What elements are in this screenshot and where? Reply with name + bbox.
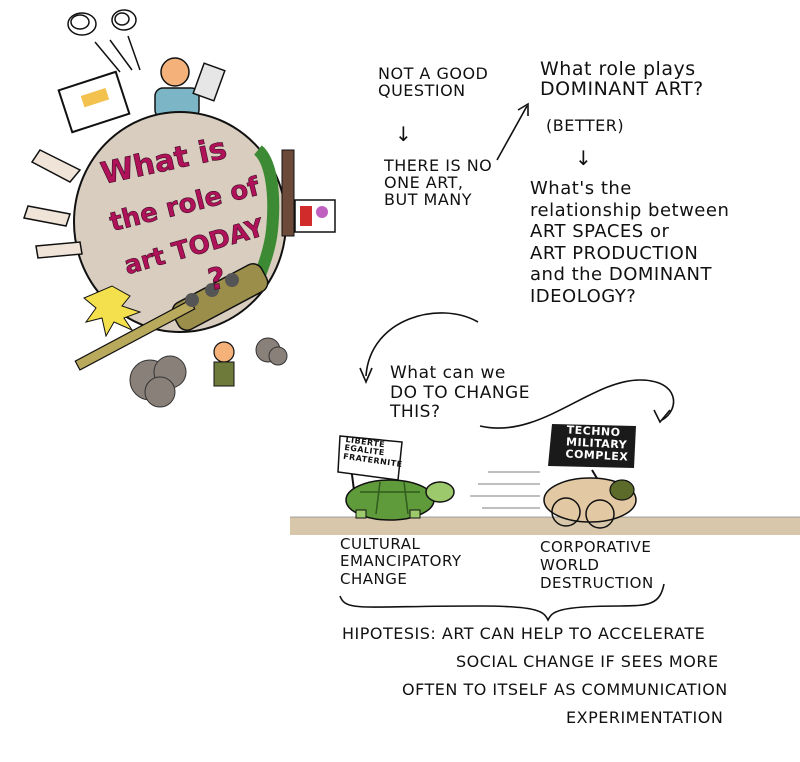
red-building-icon [294,199,336,233]
explosion-icon [83,285,142,338]
label-corporative-destruction: CORPORATIVE WORLD DESTRUCTION [540,538,654,592]
note-what-role: What role plays DOMINANT ART? [540,58,704,100]
speed-lines [470,471,540,509]
scribble-cloud-icon [67,9,141,73]
turtle-icon [345,479,455,521]
soldier-icon [213,341,235,387]
note-no-one-art: THERE IS NO ONE ART, BUT MANY [384,156,493,209]
hypothesis-line1: HIPOTESIS: ART CAN HELP TO ACCELERATE [342,624,706,643]
label-cultural-change: CULTURAL EMANCIPATORY CHANGE [340,535,462,588]
forest-icon [252,145,295,283]
note-relationship: What's the relationship between ART SPAC… [530,178,730,307]
sign-text: TECHNO MILITARY COMPLEX [565,423,629,464]
arrow-down-1: ↓ [395,122,413,146]
hypothesis-line4: EXPERIMENTATION [566,708,724,727]
note-what-can-we-do: What can we DO TO CHANGE THIS? [390,363,530,423]
smoke-icon [129,337,288,408]
screen-icon [57,70,131,134]
note-better: (BETTER) [546,116,625,135]
brace-line [339,583,665,622]
person-icon [154,57,226,119]
note-not-good-question: NOT A GOOD QUESTION [378,64,489,100]
arrow-down-2: ↓ [575,146,593,170]
hypothesis-line2: SOCIAL CHANGE IF SEES MORE [456,652,719,671]
people-legs-icon [23,149,83,259]
hypothesis-line3: OFTEN TO ITSELF AS COMMUNICATION [402,680,728,699]
ground-strip [290,517,800,535]
hare-icon [543,477,637,529]
